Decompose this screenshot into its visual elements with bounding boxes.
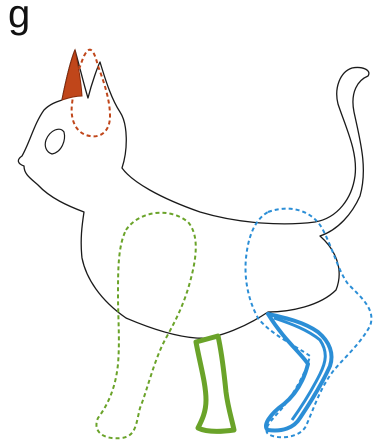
front-leg-solid: [196, 336, 234, 431]
ear-fill: [62, 50, 82, 100]
cat-eye: [45, 129, 64, 154]
